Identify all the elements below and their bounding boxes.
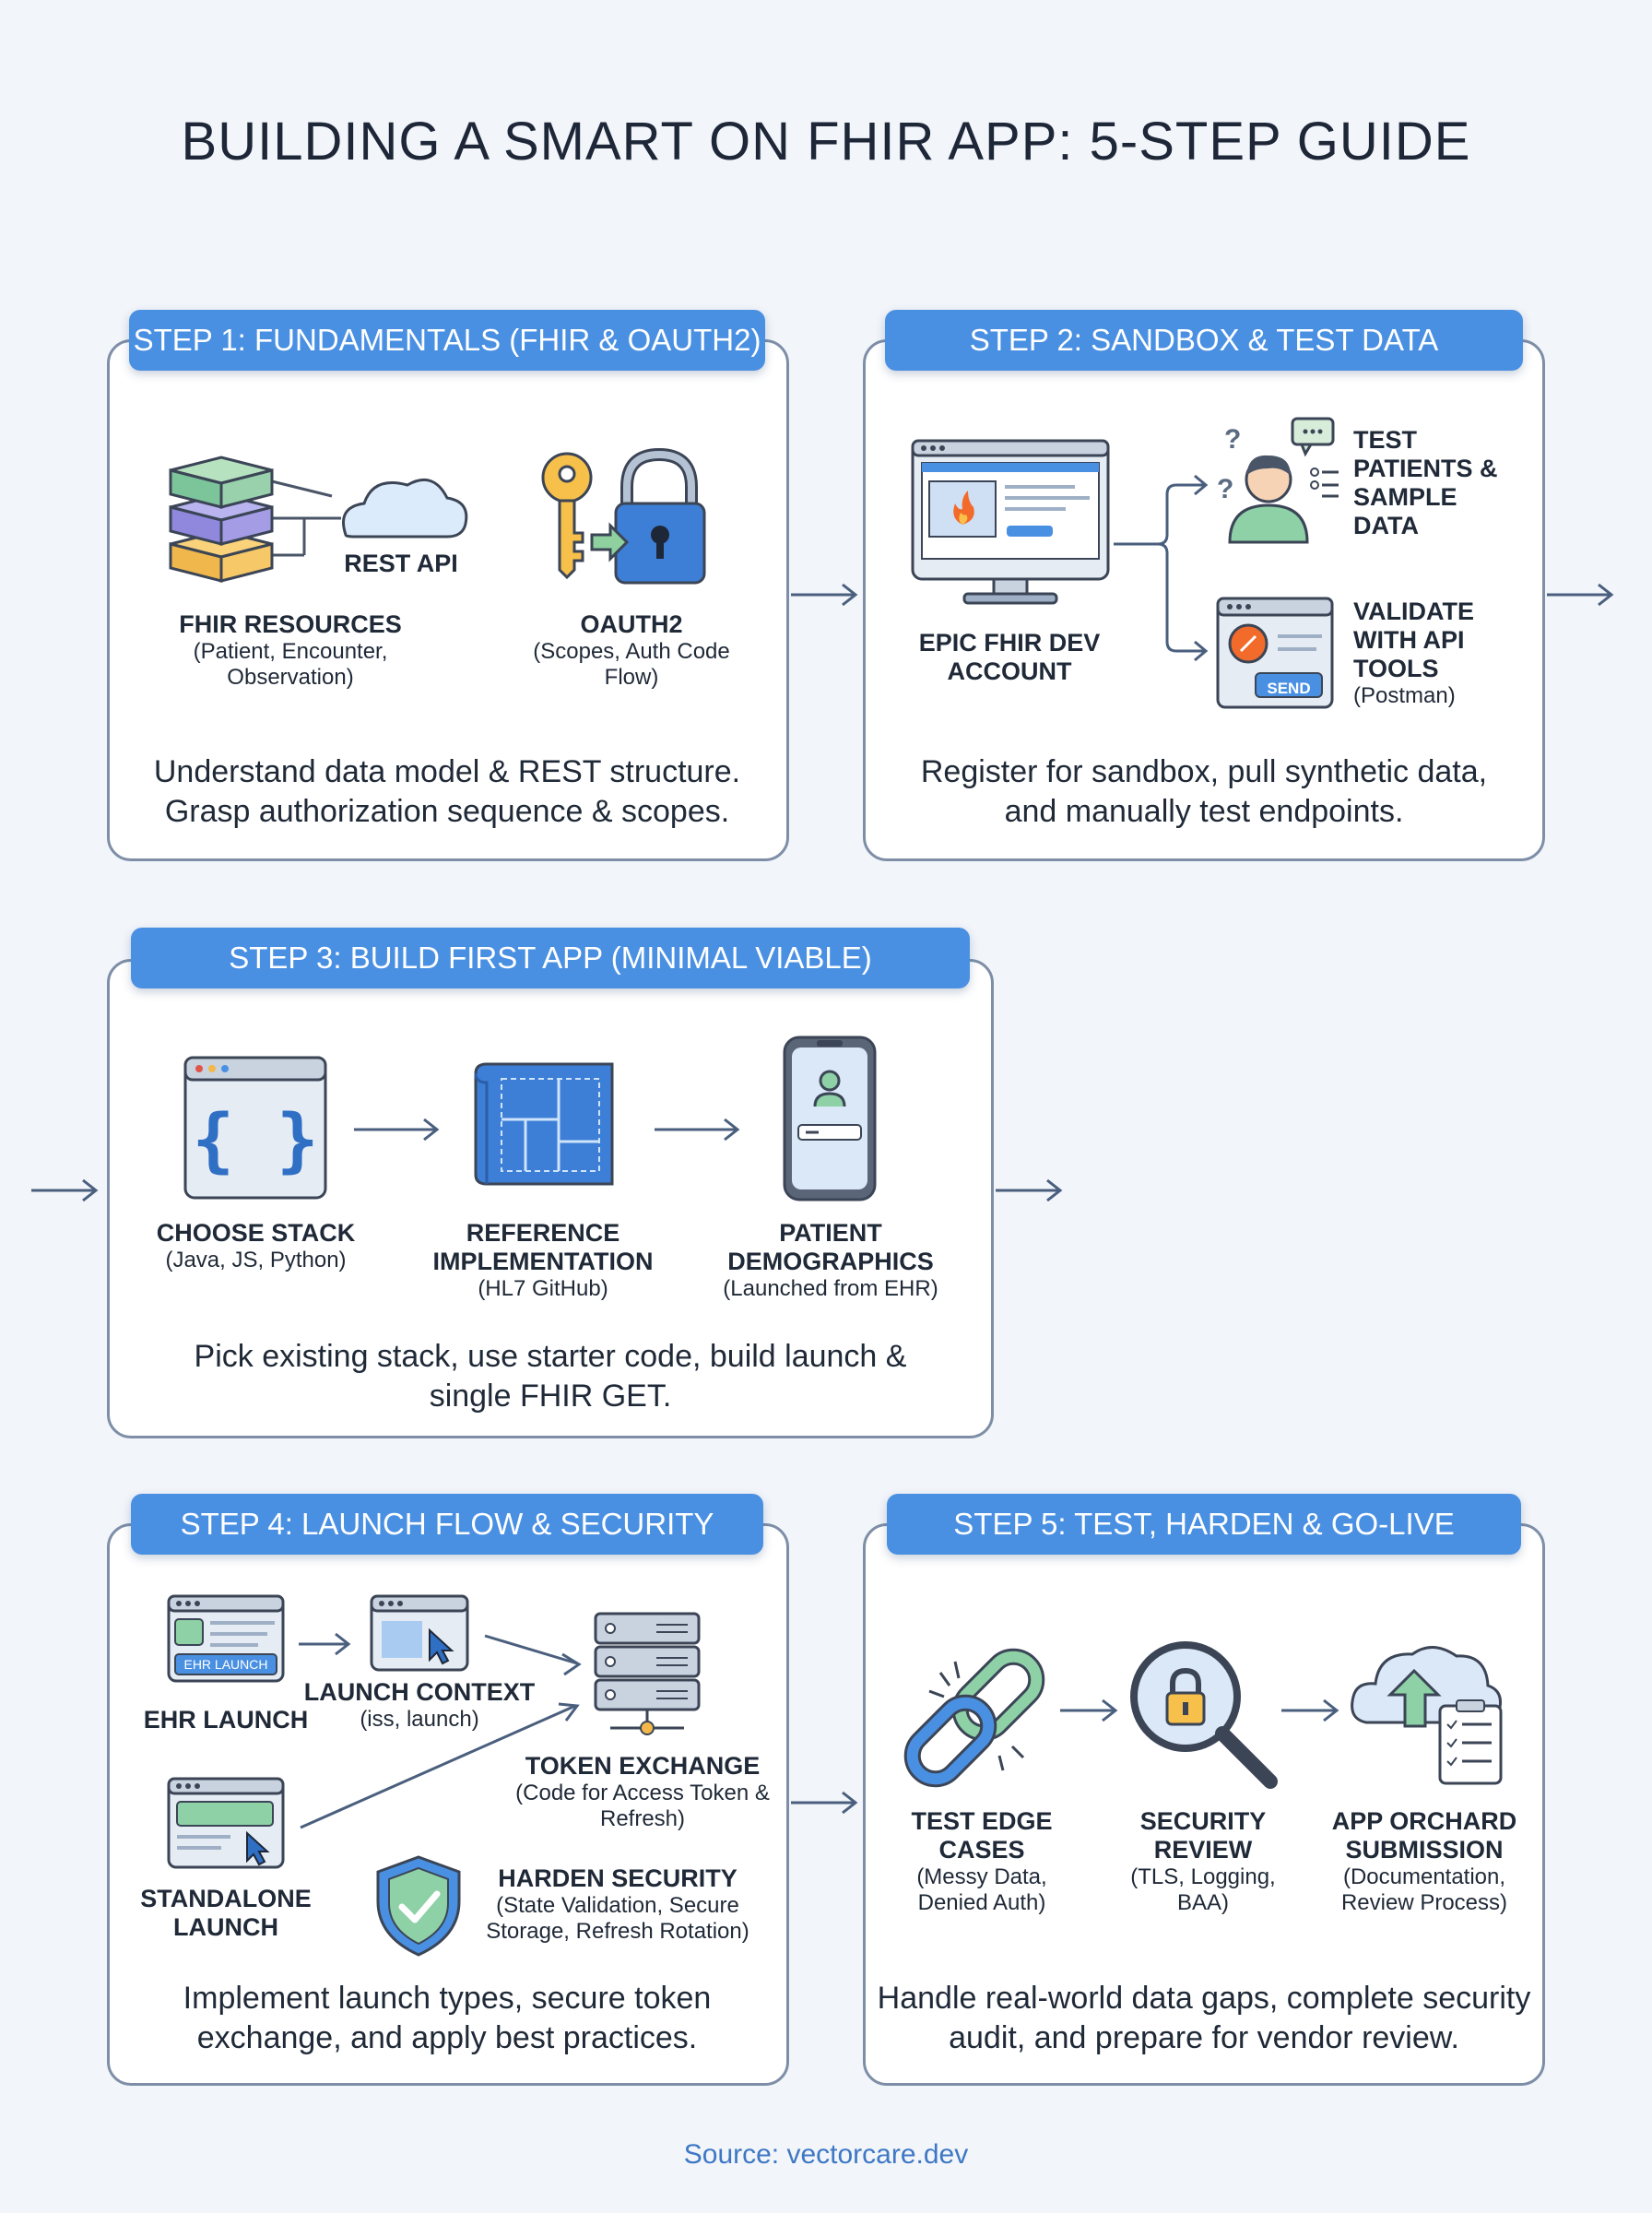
app-orchard-submission-label: APP ORCHARD SUBMISSION (Documentation, R… — [1331, 1807, 1517, 1915]
choose-stack-label: CHOOSE STACK (Java, JS, Python) — [156, 1219, 356, 1273]
epic-fhir-dev-account-label: EPIC FHIR DEV ACCOUNT — [918, 629, 1101, 686]
token-exchange-label: TOKEN EXCHANGE (Code for Access Token & … — [515, 1752, 770, 1831]
step-5-card — [863, 1523, 1545, 2086]
arrow-right-icon — [31, 1178, 99, 1202]
step-1-banner: STEP 1: FUNDAMENTALS (FHIR & OAUTH2) — [129, 310, 765, 371]
harden-security-label: HARDEN SECURITY (State Validation, Secur… — [486, 1864, 749, 1944]
database-stack-icon — [169, 456, 468, 583]
standalone-launch-window-icon — [167, 1777, 285, 1869]
step-3-banner: STEP 3: BUILD FIRST APP (MINIMAL VIABLE) — [131, 928, 970, 988]
api-tool-window-icon — [1216, 597, 1334, 709]
step-5-banner: STEP 5: TEST, HARDEN & GO-LIVE — [887, 1494, 1521, 1555]
send-button: SEND — [1267, 680, 1311, 697]
magnifier-lock-icon — [1130, 1641, 1278, 1789]
blueprint-icon — [474, 1062, 614, 1186]
launch-context-label: LAUNCH CONTEXT (iss, launch) — [303, 1678, 536, 1733]
security-review-label: SECURITY REVIEW (TLS, Logging, BAA) — [1130, 1807, 1276, 1915]
svg-text:?: ? — [1217, 474, 1233, 504]
ehr-launch-label: EHR LAUNCH — [143, 1706, 309, 1734]
arrows-to-server-icon — [300, 1634, 582, 1829]
ehr-launch-badge: EHR LAUNCH — [183, 1657, 268, 1672]
test-patients-label: TEST PATIENTS & SAMPLE DATA — [1353, 426, 1498, 540]
ehr-launch-window-icon — [167, 1594, 285, 1683]
arrow-right-icon — [1547, 583, 1614, 607]
arrow-right-icon — [655, 1118, 740, 1142]
reference-implementation-label: REFERENCE IMPLEMENTATION (HL7 GitHub) — [432, 1219, 654, 1302]
step-3-description: Pick existing stack, use starter code, b… — [194, 1339, 907, 1414]
cloud-upload-checklist-icon — [1351, 1646, 1503, 1785]
arrow-right-icon — [996, 1178, 1063, 1202]
test-edge-cases-label: TEST EDGE CASES (Messy Data, Denied Auth… — [911, 1807, 1053, 1915]
page-title: BUILDING A SMART ON FHIR APP: 5-STEP GUI… — [181, 112, 1471, 172]
standalone-launch-label: STANDALONE LAUNCH — [140, 1885, 312, 1942]
svg-text:?: ? — [1224, 424, 1241, 455]
fhir-resources-label: FHIR RESOURCES (Patient, Encounter, Obse… — [179, 610, 402, 690]
monitor-icon — [911, 439, 1110, 605]
key-lock-icon — [541, 447, 706, 585]
launch-context-window-icon — [370, 1594, 469, 1672]
step-4-banner: STEP 4: LAUNCH FLOW & SECURITY — [131, 1494, 763, 1555]
arrow-right-icon — [1281, 1698, 1339, 1722]
rest-api-label: REST API — [344, 550, 458, 577]
arrow-right-icon — [791, 1791, 858, 1815]
shield-check-icon — [376, 1855, 461, 1957]
step-1-card — [107, 339, 789, 861]
arrow-right-icon — [791, 583, 858, 607]
step-2-banner: STEP 2: SANDBOX & TEST DATA — [885, 310, 1523, 371]
arrow-right-icon — [299, 1632, 351, 1656]
arrow-right-icon — [1060, 1698, 1118, 1722]
test-patient-icon: ? ? — [1217, 417, 1339, 544]
server-icon — [594, 1612, 701, 1735]
code-window-icon: { } — [183, 1056, 327, 1200]
oauth2-label: OAUTH2 (Scopes, Auth Code Flow) — [533, 610, 730, 690]
validate-api-tools-label: VALIDATE WITH API TOOLS (Postman) — [1353, 598, 1474, 709]
step-1-description: Understand data model & REST structure. … — [153, 754, 741, 829]
source-credit: Source: vectorcare.dev — [683, 2139, 969, 2170]
arrow-right-icon — [354, 1118, 440, 1142]
step-5-description: Handle real-world data gaps, complete se… — [877, 1981, 1531, 2055]
branch-arrows-icon — [1114, 474, 1209, 662]
step-4-description: Implement launch types, secure token exc… — [183, 1981, 712, 2055]
step-2-description: Register for sandbox, pull synthetic dat… — [920, 754, 1488, 829]
broken-chain-icon — [903, 1648, 1045, 1788]
patient-demographics-label: PATIENT DEMOGRAPHICS (Launched from EHR) — [723, 1219, 938, 1302]
svg-text:{ }: { } — [192, 1098, 318, 1180]
smartphone-icon — [783, 1035, 877, 1201]
